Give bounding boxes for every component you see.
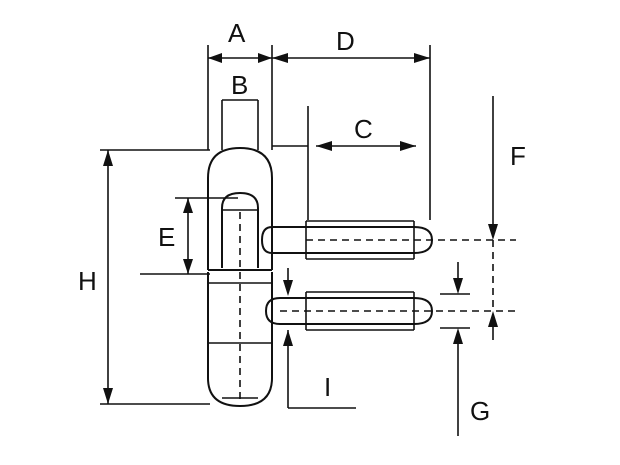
label-i: I — [324, 372, 331, 402]
label-a: A — [228, 18, 246, 48]
dimension-d — [272, 53, 430, 63]
dimension-g — [453, 262, 463, 436]
label-d: D — [336, 26, 355, 56]
hinge-body — [207, 146, 273, 408]
extension-lines — [100, 45, 494, 409]
label-b: B — [231, 70, 248, 100]
dimension-e — [183, 198, 193, 274]
dimension-i — [283, 268, 293, 346]
label-c: C — [354, 114, 373, 144]
dimension-f — [488, 96, 498, 340]
lower-threaded-pin — [264, 291, 516, 331]
label-h: H — [78, 266, 97, 296]
dimension-c — [316, 141, 416, 151]
dimension-a — [208, 53, 272, 63]
upper-knuckle-outline — [207, 146, 273, 270]
label-e: E — [158, 222, 175, 252]
knuckle-slot — [221, 191, 259, 268]
dimension-h — [103, 150, 113, 404]
lower-pin-outline — [264, 297, 434, 325]
lower-knuckle-outline — [207, 272, 273, 408]
label-g: G — [470, 396, 490, 426]
label-f: F — [510, 141, 526, 171]
upper-threaded-pin — [260, 220, 516, 260]
